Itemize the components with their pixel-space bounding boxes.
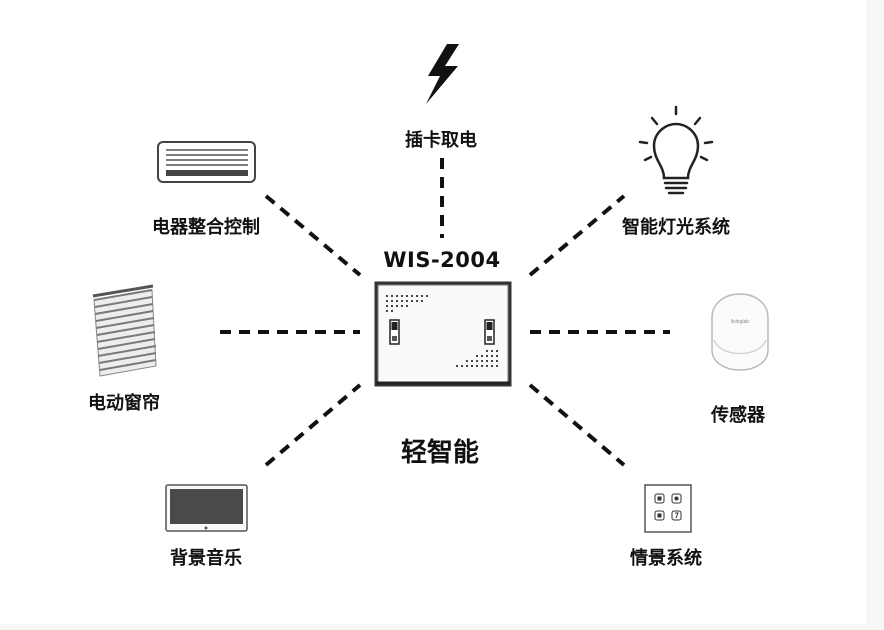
label-card-power: 插卡取电 <box>405 130 477 151</box>
connector-bottom-right <box>528 383 626 467</box>
connector-bottom-left <box>264 383 362 467</box>
control-box-model: WIS-2004 <box>383 248 501 272</box>
label-electric-curtain: 电动窗帘 <box>88 393 160 414</box>
right-edge-strip <box>866 0 884 630</box>
vent-grille-top <box>386 295 428 312</box>
center-caption: 轻智能 <box>400 438 480 468</box>
label-appliance-control: 电器整合控制 <box>152 217 260 238</box>
display-panel-icon <box>165 484 248 532</box>
connector-lines <box>220 158 670 467</box>
connector-top-right <box>528 194 626 277</box>
control-box <box>374 281 512 387</box>
label-scene-system: 情景系统 <box>630 548 702 569</box>
sensor-brand-text: livinglab <box>731 319 749 325</box>
label-smart-lighting: 智能灯光系统 <box>622 217 730 238</box>
motion-sensor-icon: livinglab <box>711 293 769 371</box>
lightning-icon <box>426 44 459 104</box>
label-sensor: 传感器 <box>711 405 765 426</box>
connector-top-left <box>264 194 362 277</box>
vent-grille-bottom <box>456 350 498 367</box>
label-background-music: 背景音乐 <box>170 548 242 569</box>
scene-switch-icon <box>644 484 692 533</box>
bottom-edge-strip <box>0 624 884 630</box>
light-bulb-icon <box>638 105 714 195</box>
air-conditioner-icon <box>157 141 256 183</box>
breaker-switch-right <box>484 319 495 345</box>
window-blind-icon <box>92 284 157 377</box>
breaker-switch-left <box>389 319 400 345</box>
